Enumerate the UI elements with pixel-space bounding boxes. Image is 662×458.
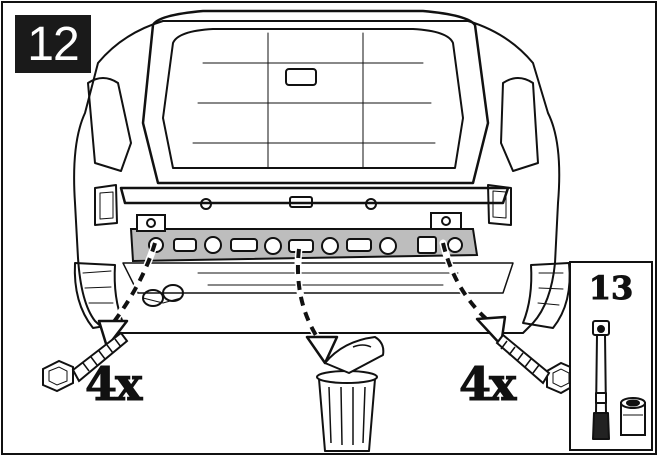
car-rear-illustration — [42, 9, 576, 452]
socket-wrench-icon — [592, 320, 646, 440]
step-number-badge: 12 — [15, 15, 91, 73]
bumper-beam-icon — [129, 212, 479, 263]
trash-can-icon — [316, 336, 385, 452]
bolt-quantity-left: 4x — [84, 357, 142, 411]
socket-size-label: 13 — [588, 269, 634, 308]
socket-icon — [620, 397, 646, 436]
tool-callout: 13 — [569, 261, 653, 451]
bolt-quantity-right: 4x — [458, 357, 516, 411]
bolt-icon — [495, 333, 576, 395]
bolt-icon — [42, 331, 129, 393]
